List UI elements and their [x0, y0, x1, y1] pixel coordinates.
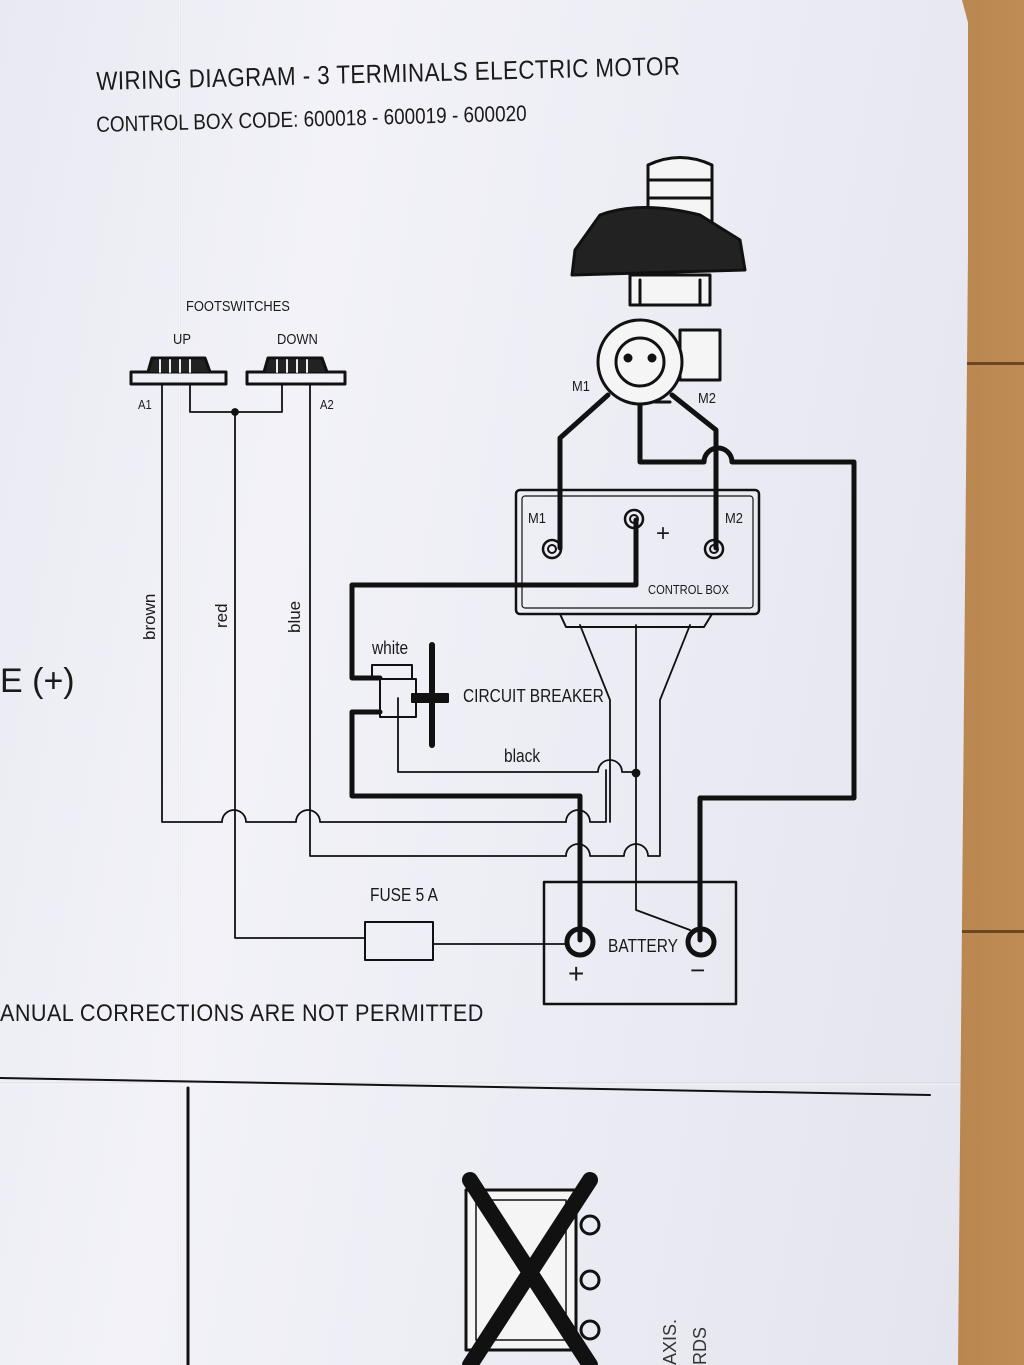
thin-control-wires — [161, 384, 691, 945]
circuit-breaker-label: CIRCUIT BREAKER — [463, 686, 604, 706]
crossed-out-control-box-icon — [462, 1172, 601, 1365]
footswitches-heading: FOOTSWITCHES — [186, 298, 290, 315]
control-box-icon — [514, 488, 761, 628]
battery-plus-label: + — [568, 958, 585, 989]
motor-m2-label: M2 — [698, 390, 716, 407]
footswitch-up-label: UP — [173, 331, 191, 348]
footswitch-down-label: DOWN — [277, 331, 318, 348]
wire-label-red: red — [212, 603, 231, 628]
power-cables — [349, 392, 857, 943]
footswitch-down-icon — [245, 356, 347, 386]
wire-label-brown: brown — [140, 593, 159, 640]
side-polarity-label: E (+) — [0, 662, 75, 700]
footswitch-up-icon — [129, 356, 228, 386]
control-box-label: CONTROL BOX — [648, 582, 729, 597]
footer-note: ANUAL CORRECTIONS ARE NOT PERMITTED — [0, 1000, 484, 1027]
battery-label: BATTERY — [608, 936, 678, 956]
bottom-side-text-2: RDS — [690, 1326, 710, 1365]
motor-m1-label: M1 — [572, 378, 590, 395]
table-plank-seam — [950, 362, 1024, 365]
terminal-a1-label: A1 — [138, 397, 152, 412]
paper-fold-vertical — [178, 0, 181, 1365]
circuit-breaker-icon — [371, 642, 449, 748]
bottom-side-text-1: AXIS. — [660, 1318, 680, 1365]
wire-label-blue: blue — [285, 600, 304, 633]
battery-icon — [542, 880, 738, 1006]
wire-label-black: black — [504, 746, 541, 766]
wire-label-white: white — [372, 638, 409, 658]
control-box-m1-label: M1 — [528, 510, 546, 527]
battery-minus-label: − — [690, 955, 706, 985]
fuse-icon — [364, 921, 434, 961]
control-box-plus-label: + — [656, 520, 671, 547]
paper-fold-horizontal — [0, 1082, 960, 1085]
table-plank-seam — [950, 930, 1024, 933]
control-box-m2-label: M2 — [725, 510, 743, 527]
section-divider — [0, 1077, 931, 1096]
windlass-motor-icon — [570, 156, 747, 406]
fuse-label: FUSE 5 A — [370, 885, 438, 905]
terminal-a2-label: A2 — [320, 397, 334, 412]
